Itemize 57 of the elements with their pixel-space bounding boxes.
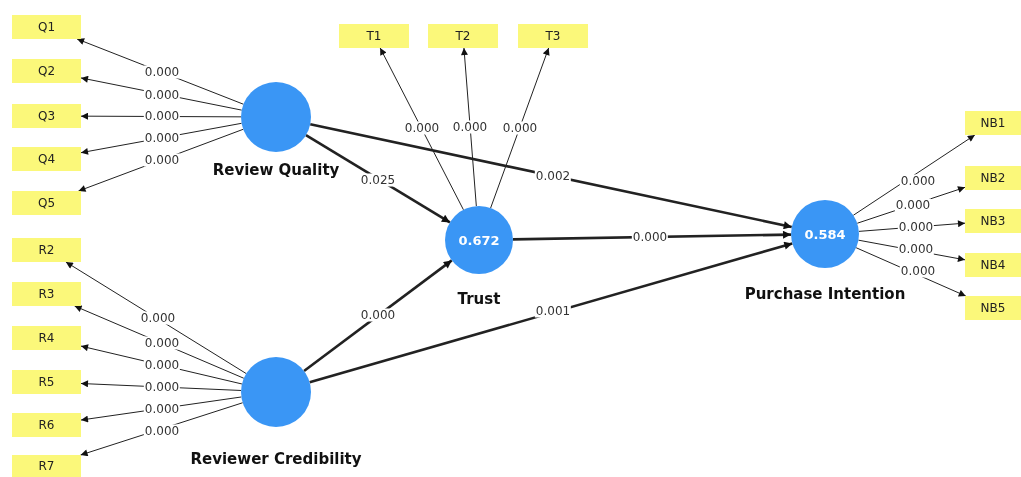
indicator-box: R3 — [12, 282, 81, 306]
indicator-box: R4 — [12, 326, 81, 350]
indicator-box: R2 — [12, 238, 81, 262]
indicator-box: R6 — [12, 413, 81, 437]
edge-label: 0.000 — [501, 121, 539, 135]
construct-circle: 0.584 — [791, 200, 859, 268]
edge-label: 0.000 — [894, 198, 932, 212]
edge-label: 0.000 — [143, 153, 181, 167]
construct-name: Reviewer Credibility — [190, 450, 362, 468]
indicator-box: T1 — [339, 24, 409, 48]
edge-label: 0.000 — [143, 109, 181, 123]
construct-name: Review Quality — [212, 161, 340, 179]
edge-label: 0.000 — [143, 402, 181, 416]
edge-label: 0.002 — [534, 169, 572, 183]
edge-label: 0.000 — [403, 121, 441, 135]
indicator-box: T2 — [428, 24, 498, 48]
indicator-box: R7 — [12, 455, 81, 477]
edge-label: 0.000 — [897, 242, 935, 256]
arrow — [309, 241, 793, 384]
indicator-box: Q3 — [12, 104, 81, 128]
arrow — [461, 47, 477, 207]
indicator-box: NB3 — [965, 209, 1021, 233]
edge-label: 0.000 — [143, 131, 181, 145]
indicator-box: Q5 — [12, 191, 81, 215]
edge-label: 0.000 — [143, 88, 181, 102]
construct-circle: 0.672 — [445, 206, 513, 274]
edge-label: 0.025 — [359, 173, 397, 187]
edge-label: 0.000 — [451, 120, 489, 134]
arrow — [490, 47, 550, 209]
edge-label: 0.000 — [897, 220, 935, 234]
edge-label: 0.001 — [534, 304, 572, 318]
indicator-box: Q1 — [12, 15, 81, 39]
indicator-box: NB2 — [965, 166, 1021, 190]
indicator-box: T3 — [518, 24, 588, 48]
indicator-box: NB4 — [965, 253, 1021, 277]
edge-label: 0.000 — [899, 174, 937, 188]
edge-label: 0.000 — [143, 336, 181, 350]
edge-label: 0.000 — [143, 380, 181, 394]
construct-name: Trust — [457, 290, 501, 308]
edge-label: 0.000 — [359, 308, 397, 322]
arrow — [379, 47, 464, 211]
edge-label: 0.000 — [139, 311, 177, 325]
indicator-box: NB5 — [965, 296, 1021, 320]
edge-label: 0.000 — [631, 230, 669, 244]
arrow — [852, 134, 976, 216]
arrow — [303, 259, 453, 373]
indicator-box: NB1 — [965, 111, 1021, 135]
edge-label: 0.000 — [143, 65, 181, 79]
edge-label: 0.000 — [899, 264, 937, 278]
indicator-box: Q4 — [12, 147, 81, 171]
indicator-box: R5 — [12, 370, 81, 394]
arrow — [309, 123, 793, 230]
arrow — [305, 134, 451, 224]
indicator-box: Q2 — [12, 59, 81, 83]
construct-name: Purchase Intention — [744, 285, 906, 303]
edge-label: 0.000 — [143, 424, 181, 438]
edge-label: 0.000 — [143, 358, 181, 372]
